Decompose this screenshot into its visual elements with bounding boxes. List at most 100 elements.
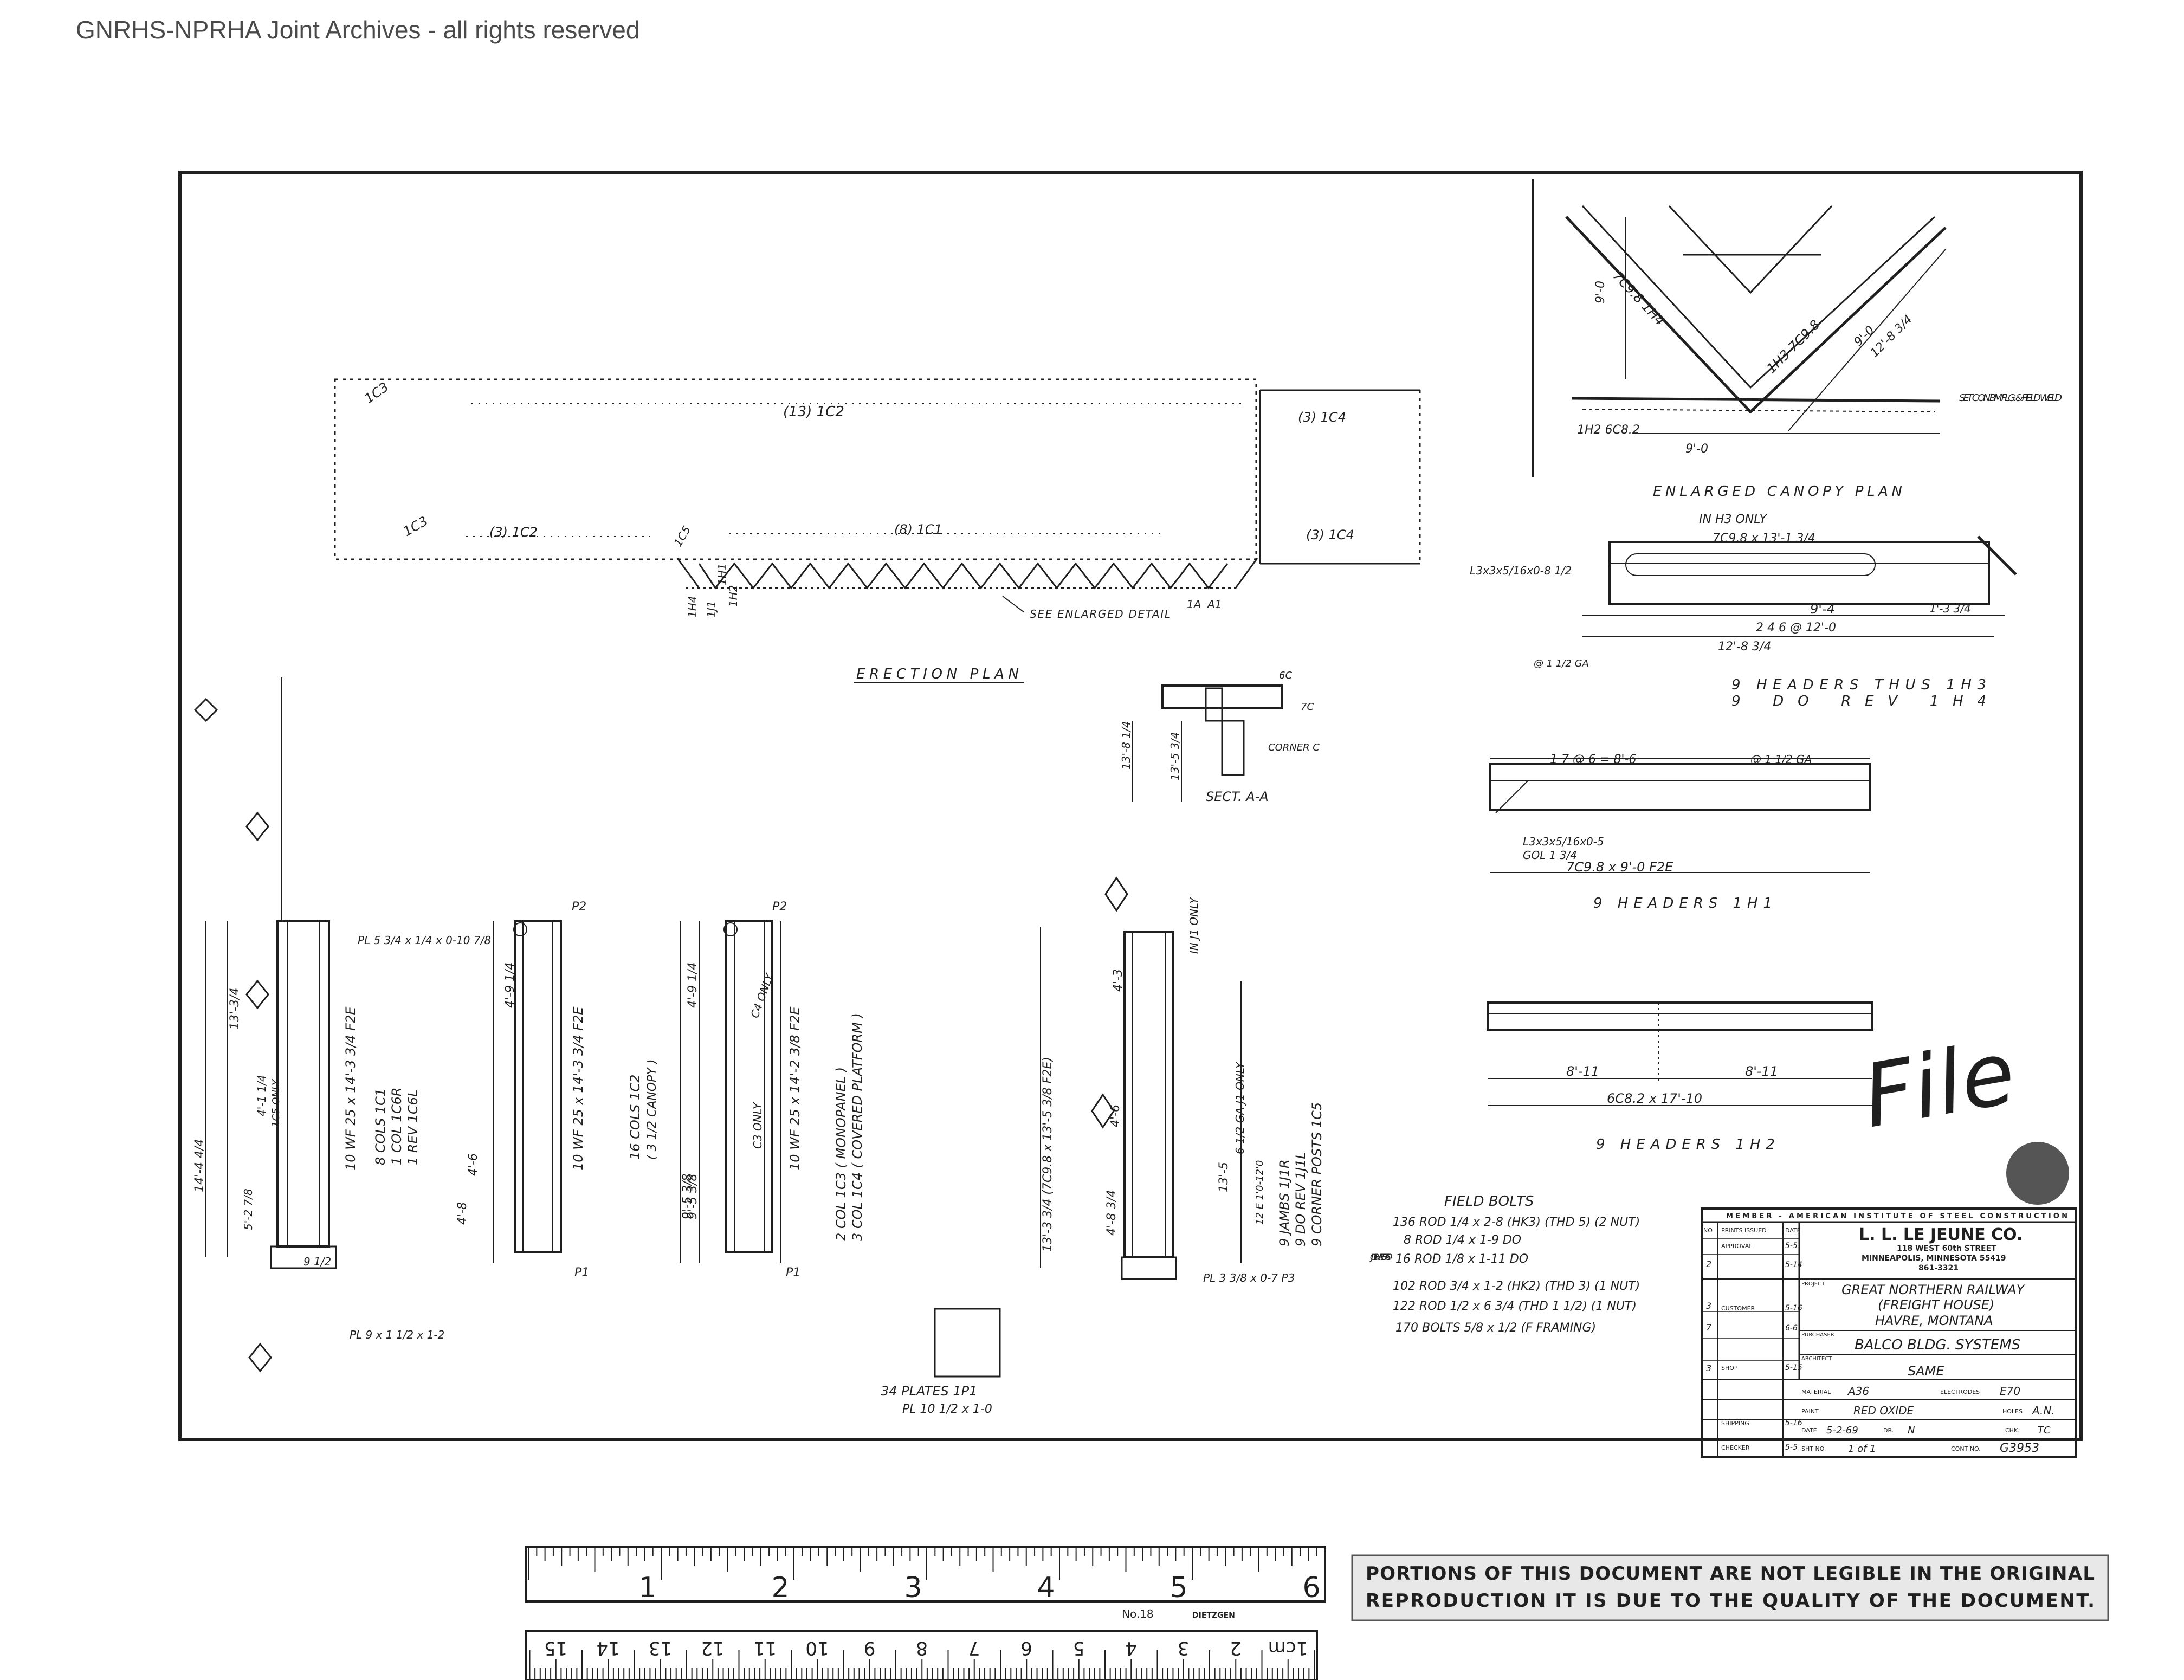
ruler-inch-label: 2 — [771, 1572, 789, 1604]
inch-ticks — [528, 1547, 1326, 1580]
ruler-cm-label: 13 — [649, 1637, 672, 1659]
ruler-cm-label: 11 — [753, 1637, 777, 1659]
punch-hole — [2006, 1142, 2069, 1205]
tb-address: MINNEAPOLIS, MINNESOTA 55419 — [1862, 1254, 2006, 1263]
col4-dim: 4'-8 3/4 — [1105, 1190, 1119, 1236]
col1-line: 8 COLS 1C1 — [373, 1088, 388, 1165]
top-row-span-label: (13) 1C2 — [783, 404, 844, 420]
headers-h1-detail — [1489, 758, 1871, 873]
h3-top-note: IN H3 ONLY — [1699, 513, 1767, 526]
tb-row-label: CHECKER — [1721, 1444, 1750, 1451]
ruler-cm-label: 10 — [805, 1637, 829, 1659]
ruler-cm-label: 6 — [1020, 1637, 1032, 1659]
h2-title: 9 HEADERS 1H2 — [1596, 1136, 1775, 1153]
vertical-label: 1H2 — [727, 585, 740, 608]
col1-dim: 5'-2 7/8 — [242, 1188, 255, 1230]
plate-1p1-detail — [934, 1308, 1001, 1378]
col2-dim: 4'-6 — [467, 1153, 480, 1176]
ruler-cm-label: 3 — [1178, 1637, 1190, 1659]
field-bolts-title: FIELD BOLTS — [1444, 1193, 1534, 1210]
ruler-inch-label: 6 — [1302, 1572, 1320, 1604]
ruler-inch-label: 1 — [638, 1572, 656, 1604]
tb-row-date: 5-14 — [1785, 1261, 1802, 1269]
tb-holes: A.N. — [2031, 1404, 2055, 1417]
tb-row-label: PRINTS ISSUED — [1721, 1227, 1767, 1234]
col3-note: C3 ONLY — [751, 1102, 764, 1149]
tb-chk-label: CHK. — [2005, 1427, 2020, 1434]
bottom-row-left-span: (3) 1C2 — [489, 525, 538, 540]
tb-row-no: 7 — [1706, 1322, 1712, 1333]
vertical-label: A1 — [1206, 598, 1222, 611]
cm-ticks — [529, 1650, 1315, 1680]
h2-bottom-dim: 6C8.2 x 17'-10 — [1607, 1091, 1702, 1106]
tb-row-date: 5-16 — [1785, 1304, 1802, 1313]
tb-paint-label: PAINT — [1801, 1408, 1819, 1415]
h1-title: 9 HEADERS 1H1 — [1593, 895, 1772, 912]
h3-dim: 1'-3 3/4 — [1929, 602, 1971, 615]
tb-member: MEMBER - AMERICAN INSTITUTE OF STEEL CON… — [1726, 1212, 2067, 1220]
canopy-dim: 9'-0 — [1594, 281, 1607, 303]
canopy-left-arm: 7C9.8 1H4 — [1610, 268, 1668, 329]
canopy-dim: 9'-0 — [1685, 442, 1708, 456]
ruler-inch-label: 4 — [1037, 1572, 1055, 1604]
top-row-end-label: (3) 1C4 — [1298, 410, 1346, 425]
canopy-plan — [1565, 205, 1947, 434]
canopy-right-arm: 1H3 7C9.8 — [1763, 317, 1823, 376]
col1-line: 1 COL 1C6R — [389, 1087, 404, 1165]
ruler-cm-label: 4 — [1125, 1637, 1137, 1659]
vertical-label: 1J1 — [705, 601, 718, 618]
col1-dim: 9 1/2 — [303, 1255, 331, 1268]
col4-line: 9 DO REV 1J1L — [1293, 1152, 1308, 1246]
h3-gauge: @ 1 1/2 GA — [1534, 658, 1589, 669]
ruler-cm-label: 5 — [1073, 1637, 1085, 1659]
col3-plate-top: P2 — [772, 900, 787, 914]
tb-cont: G3953 — [2000, 1442, 2039, 1455]
tb-material-label: MATERIAL — [1801, 1388, 1831, 1395]
stamp-line-1: PORTIONS OF THIS DOCUMENT ARE NOT LEGIBL… — [1366, 1563, 2095, 1585]
h2-dim: 8'-11 — [1745, 1064, 1778, 1079]
section-aa-detail — [1132, 684, 1283, 802]
col1-dim: 13'-3/4 — [228, 988, 242, 1030]
tb-architect-label: ARCHITECT — [1801, 1356, 1832, 1362]
col2-line: ( 3 1/2 CANOPY ) — [645, 1059, 659, 1160]
field-bolt-row: 122 ROD 1/2 x 6 3/4 (THD 1 1/2) (1 NUT) — [1393, 1300, 1637, 1313]
field-bolts-job-text: JOB HAE 57-69 — [1369, 1252, 1393, 1262]
col1-dim: 14'-4 4/4 — [193, 1139, 206, 1192]
col4-dim: 4'-6 — [1109, 1104, 1122, 1127]
tb-dr: N — [1908, 1425, 1915, 1436]
ruler-cm-label: 12 — [701, 1637, 724, 1659]
erection-plan — [334, 378, 1421, 683]
col2-dim: 4'-9 1/4 — [503, 962, 517, 1008]
ruler-cm-label: 14 — [596, 1637, 619, 1659]
vertical-label: 1H1 — [716, 564, 729, 586]
col3-dim: 9'-5 3/8 — [686, 1174, 700, 1219]
ruler-cm-label: 8 — [916, 1637, 928, 1659]
tb-purchaser-label: PURCHASER — [1801, 1332, 1834, 1338]
field-bolt-row: 102 ROD 3/4 x 1-2 (HK2) (THD 3) (1 NUT) — [1393, 1280, 1640, 1293]
ruler-brand: DIETZGEN — [1192, 1611, 1235, 1620]
tb-holes-label: HOLES — [2002, 1408, 2023, 1415]
ruler-cm-label: 7 — [968, 1637, 980, 1659]
col1-dim: 4'-1 1/4 — [255, 1075, 268, 1116]
tb-electrodes: E70 — [2000, 1385, 2020, 1398]
column-1-detail — [193, 677, 337, 1373]
tb-row-label: CUSTOMER — [1721, 1305, 1755, 1312]
ruler-cm-label: 9 — [864, 1637, 876, 1659]
bottom-row-corner: 1C5 — [671, 524, 693, 548]
tb-paint: RED OXIDE — [1853, 1404, 1914, 1417]
ruler-inch-label: 5 — [1169, 1572, 1187, 1604]
field-bolt-row: 16 ROD 1/8 x 1-11 DO — [1395, 1252, 1528, 1266]
col1-line: 1 REV 1C6L — [405, 1090, 421, 1165]
col3-size: 10 WF 25 x 14'-2 3/8 F2E — [787, 1006, 803, 1171]
h3-dim: 2 4 6 @ 12'-0 — [1756, 621, 1836, 635]
ruler — [525, 1546, 1326, 1680]
col4-plate-bot: PL 3 3/8 x 0-7 P3 — [1203, 1271, 1295, 1284]
tb-row-label: SHIPPING — [1721, 1420, 1749, 1427]
tb-project-1: GREAT NORTHERN RAILWAY — [1841, 1282, 2026, 1297]
canopy-weld-note: SET C ON BM FLG. & FIELD WELD — [1959, 392, 2062, 404]
file-mark: File — [1856, 1022, 2023, 1148]
field-bolts-job: JOB HAE 57-69 — [1369, 1252, 1393, 1262]
canopy-bottom-label: 1H2 6C8.2 — [1577, 423, 1640, 437]
tb-row-no: 3 — [1706, 1363, 1711, 1373]
